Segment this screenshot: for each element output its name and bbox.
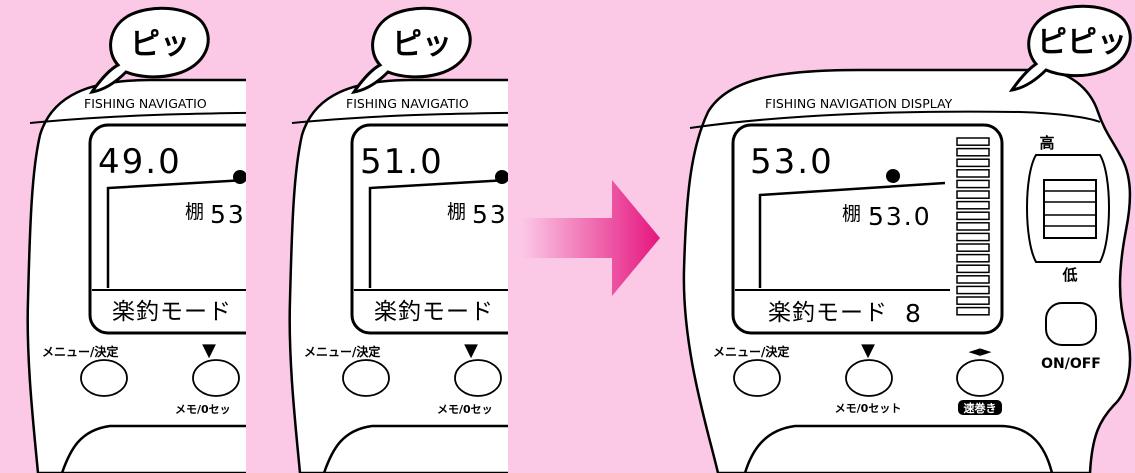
down-triangle-icon: ▼ — [464, 340, 478, 361]
fast-wind-label: 速巻き — [964, 401, 997, 415]
left-right-arrow-icon: ◄► — [968, 342, 992, 360]
memo-button-label: メモ/0セッ — [175, 403, 231, 416]
down-button[interactable] — [454, 359, 502, 397]
bubble-text: ピッ — [130, 27, 190, 62]
level-meter-segment — [956, 200, 990, 210]
lcd-screen — [731, 123, 1004, 335]
menu-button[interactable] — [733, 359, 781, 397]
level-meter-segment — [956, 306, 990, 316]
device-divider-line — [29, 111, 246, 124]
menu-button[interactable] — [342, 359, 390, 397]
device-2: FISHING NAVIGATIO 51.0 棚 53 楽釣モード メニュー/決… — [288, 6, 508, 473]
speech-bubble — [88, 6, 210, 95]
device-divider-line — [689, 110, 1101, 129]
fast-wind-badge — [958, 400, 1002, 415]
down-button[interactable] — [192, 359, 240, 397]
level-meter-segment — [956, 169, 990, 178]
level-meter-segment — [956, 137, 990, 146]
memo-button-label: メモ/0セッ — [437, 403, 493, 416]
level-meter-segment — [956, 158, 990, 168]
device-3: FISHING NAVIGATION DISPLAY 53.0 棚 53.0 楽… — [682, 4, 1132, 473]
device-divider-line — [291, 111, 508, 124]
mode-value: 8 — [905, 299, 923, 328]
menu-button-label: メニュー/決定 — [42, 344, 118, 359]
depth-readout: 53.0 — [750, 142, 834, 182]
fast-wind-button[interactable] — [956, 359, 1004, 397]
device-1: FISHING NAVIGATIO 49.0 棚 53 楽釣モード メニュー/決… — [26, 6, 246, 473]
depth-graph-line — [368, 178, 508, 288]
device-bottom-cutout — [743, 424, 1054, 473]
level-meter-segment — [956, 253, 990, 263]
tana-label: 棚 — [447, 201, 466, 223]
dial-high-label: 高 — [1039, 134, 1054, 152]
memo-button-label: メモ/0セット — [835, 402, 902, 415]
bubble-text: ピピッ — [1037, 25, 1127, 60]
bubble-text: ピッ — [392, 27, 452, 62]
depth-dial[interactable] — [1026, 154, 1110, 263]
level-meter-segment — [956, 275, 990, 284]
power-label: ON/OFF — [1041, 356, 1101, 372]
level-meter-segment — [956, 190, 990, 199]
level-meter-segment — [956, 147, 990, 157]
level-meter-segment — [956, 179, 990, 189]
depth-graph-line — [758, 181, 946, 288]
device-bottom-cutout — [60, 424, 246, 473]
level-meter-segment — [956, 222, 990, 231]
level-meter-segment — [956, 211, 990, 221]
power-button[interactable] — [1045, 302, 1097, 346]
mode-text: 楽釣モード — [374, 299, 494, 325]
level-meter-segment — [956, 285, 990, 295]
level-meter-segment — [956, 243, 990, 252]
tana-value: 53 — [210, 200, 246, 229]
mode-text: 楽釣モード — [112, 299, 232, 325]
level-meter-segment — [956, 296, 990, 305]
lcd-screen — [350, 123, 508, 335]
menu-button-label: メニュー/決定 — [304, 344, 380, 359]
menu-button-label: メニュー/決定 — [713, 344, 789, 359]
device-bottom-cutout — [322, 424, 508, 473]
level-meter-segment — [956, 232, 990, 242]
speech-bubble — [350, 6, 472, 95]
right-arrow-icon — [522, 180, 660, 296]
mode-text: 楽釣モード — [768, 300, 888, 326]
depth-readout: 51.0 — [360, 142, 444, 182]
down-triangle-icon: ▼ — [202, 340, 216, 361]
lure-dot — [495, 170, 508, 184]
level-meter — [956, 137, 990, 316]
level-meter-segment — [956, 264, 990, 274]
lure-dot — [233, 170, 246, 184]
lcd-screen — [88, 123, 246, 335]
depth-readout: 49.0 — [98, 142, 182, 182]
brand-text: FISHING NAVIGATION DISPLAY — [765, 96, 953, 111]
tana-value: 53 — [472, 200, 508, 229]
dial-low-label: 低 — [1061, 266, 1077, 284]
tana-label: 棚 — [185, 201, 204, 223]
down-triangle-icon: ▼ — [861, 340, 875, 361]
brand-text: FISHING NAVIGATIO — [346, 96, 469, 111]
speech-bubble — [1008, 4, 1132, 93]
down-button[interactable] — [845, 359, 893, 397]
tana-value: 53.0 — [868, 202, 932, 231]
menu-button[interactable] — [80, 359, 128, 397]
tana-label: 棚 — [842, 203, 861, 225]
brand-text: FISHING NAVIGATIO — [84, 96, 207, 111]
depth-graph-line — [106, 178, 246, 288]
lure-dot — [886, 169, 900, 183]
